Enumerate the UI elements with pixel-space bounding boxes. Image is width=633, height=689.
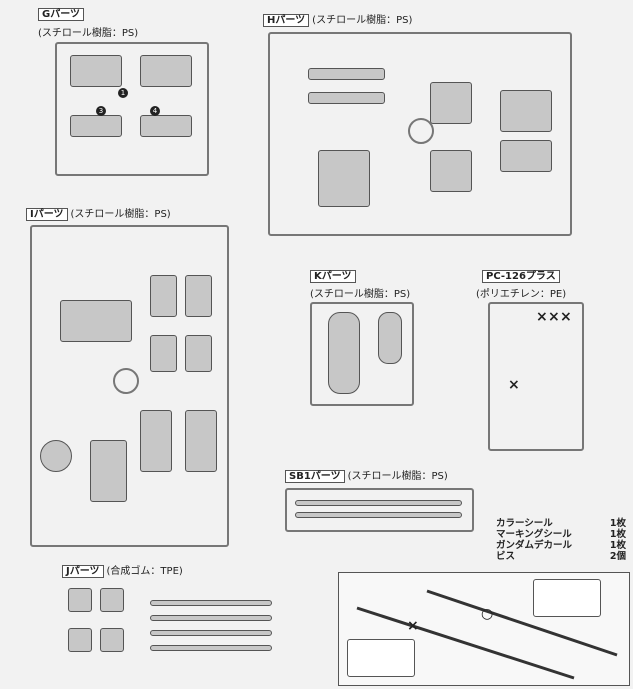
accessory-list: カラーシール 1枚 マーキングシール 1枚 ガンダムデカール 1枚 ビス 2個 <box>496 515 626 562</box>
g-part-block <box>70 55 122 87</box>
tip-callout <box>533 579 601 617</box>
h-part-skirt <box>500 90 552 132</box>
list-item: カラーシール 1枚 <box>496 515 626 529</box>
screwdriver-illustration: × ○ <box>338 572 630 686</box>
pc-parts-material: (ポリエチレン：PE) <box>476 289 567 300</box>
j-parts-tag: Jパーツ <box>62 565 104 578</box>
ng-mark: × <box>560 309 572 325</box>
h-parts-header: Hパーツ(スチロール樹脂：PS) <box>263 14 412 27</box>
g-part-block <box>140 115 192 137</box>
k-runner <box>310 302 414 406</box>
j-part-block <box>68 588 92 612</box>
j-part-block <box>100 588 124 612</box>
pc-parts-tag: PC-126プラス <box>482 270 560 283</box>
k-part-figure <box>328 312 360 394</box>
ok-mark: ○ <box>481 606 494 622</box>
sb-part-rod <box>295 512 462 518</box>
g-parts-header: Gパーツ <box>38 8 85 21</box>
g-part-block <box>140 55 192 87</box>
list-item: ビス 2個 <box>496 548 626 562</box>
k-parts-header: Kパーツ <box>310 270 356 283</box>
g-parts-material: (スチロール樹脂：PS) <box>38 28 139 39</box>
i-part-cylinder <box>90 440 127 502</box>
h-part-skirt <box>500 140 552 172</box>
h-part-barrel <box>308 92 385 104</box>
j-part-tube <box>150 645 272 651</box>
i-part-armor <box>185 335 212 372</box>
k-parts-tag: Kパーツ <box>310 270 356 283</box>
ng-mark: × <box>407 618 419 634</box>
accessory-name: ビス <box>496 551 516 562</box>
accessory-name: カラーシール <box>496 518 553 529</box>
accessory-qty: 1枚 <box>609 540 626 551</box>
ng-mark: × <box>548 309 560 325</box>
k-parts-material: (スチロール樹脂：PS) <box>310 289 411 300</box>
sb-parts-material: (スチロール樹脂：PS) <box>347 471 448 482</box>
j-parts-material: (合成ゴム：TPE) <box>106 566 183 577</box>
h-part-shield <box>430 150 472 192</box>
pc-parts-header: PC-126プラス <box>482 270 560 283</box>
accessory-qty: 1枚 <box>609 529 626 540</box>
i-part-leg <box>140 410 172 472</box>
sb-runner <box>285 488 474 532</box>
j-part-tube <box>150 600 272 606</box>
i-part-leg <box>185 410 217 472</box>
j-part-block <box>68 628 92 652</box>
j-part-block <box>100 628 124 652</box>
part-number-badge: 1 <box>118 88 128 98</box>
screwdriver-shaft <box>356 606 575 680</box>
tip-callout <box>347 639 415 677</box>
ng-mark: × <box>508 377 520 393</box>
accessory-name: ガンダムデカール <box>496 540 573 551</box>
accessory-qty: 2個 <box>609 551 626 562</box>
sb-part-rod <box>295 500 462 506</box>
h-part-shield <box>430 82 472 124</box>
screwdriver-svg <box>356 589 618 680</box>
i-part-armor <box>150 335 177 372</box>
i-part-disc <box>40 440 72 472</box>
list-item: マーキングシール 1枚 <box>496 526 626 540</box>
k-part-bust <box>378 312 402 364</box>
g-part-block <box>70 115 122 137</box>
ng-mark: × <box>536 309 548 325</box>
accessory-name: マーキングシール <box>496 529 572 540</box>
part-number-badge: 4 <box>150 106 160 116</box>
i-parts-header: Iパーツ(スチロール樹脂：PS) <box>26 208 171 221</box>
j-part-tube <box>150 615 272 621</box>
h-parts-material: (スチロール樹脂：PS) <box>312 15 413 26</box>
g-parts-tag: Gパーツ <box>38 8 85 21</box>
i-runner-ring <box>113 368 139 394</box>
j-part-tube <box>150 630 272 636</box>
i-part-armor <box>185 275 212 317</box>
i-parts-material: (スチロール樹脂：PS) <box>70 209 171 220</box>
i-parts-tag: Iパーツ <box>26 208 68 221</box>
sb-parts-tag: SB1パーツ <box>285 470 345 483</box>
i-part-block <box>60 300 132 342</box>
g-runner <box>55 42 209 176</box>
part-number-badge: 3 <box>96 106 106 116</box>
sb-parts-header: SB1パーツ(スチロール樹脂：PS) <box>285 470 448 483</box>
j-parts-header: Jパーツ(合成ゴム：TPE) <box>62 565 183 578</box>
i-runner <box>30 225 229 547</box>
pc-runner <box>488 302 584 451</box>
h-parts-tag: Hパーツ <box>263 14 310 27</box>
i-part-armor <box>150 275 177 317</box>
h-runner <box>268 32 572 236</box>
accessory-qty: 1枚 <box>609 518 626 529</box>
screwdriver-shaft <box>426 589 618 657</box>
h-part-body <box>318 150 370 207</box>
h-part-barrel <box>308 68 385 80</box>
list-item: ガンダムデカール 1枚 <box>496 537 626 551</box>
h-runner-ring <box>408 118 434 144</box>
